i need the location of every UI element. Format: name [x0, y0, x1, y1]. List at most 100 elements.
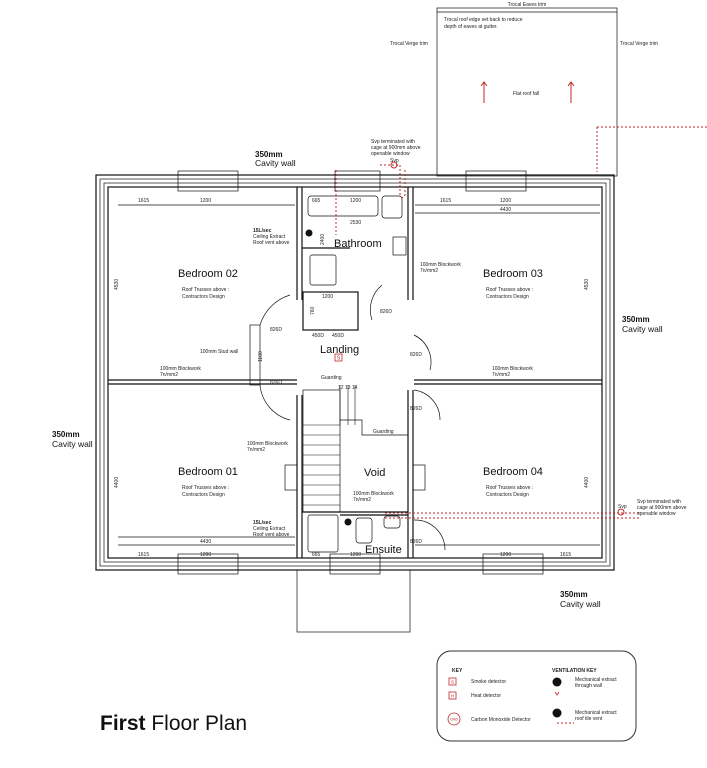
svg-text:H: H [451, 694, 454, 699]
svp-note: openable window [637, 511, 676, 517]
svg-text:KEY: KEY [452, 668, 463, 674]
wall-type-label: Cavity wall [622, 324, 663, 334]
extract-fan-icon [552, 708, 562, 718]
svg-text:4530: 4530 [584, 279, 590, 290]
ventilation-runs [305, 126, 707, 526]
room-bedroom-02: Bedroom 02 [178, 268, 238, 280]
svg-text:Guarding: Guarding [373, 429, 394, 435]
svg-text:7n/mm2: 7n/mm2 [160, 372, 178, 378]
plan-title: First Floor Plan [100, 712, 247, 735]
svg-text:1200: 1200 [322, 294, 333, 300]
room-void: Void [364, 467, 385, 479]
svg-text:1615: 1615 [138, 198, 149, 204]
flat-roof: Trocal Eaves trim Trocal Verge trim Troc… [390, 2, 658, 177]
svg-text:Contractors Design: Contractors Design [486, 492, 529, 498]
svg-text:CMD: CMD [450, 718, 458, 722]
svg-text:665: 665 [312, 552, 321, 558]
svg-text:Roof Trusses above :: Roof Trusses above : [486, 485, 533, 491]
svg-text:665: 665 [312, 198, 321, 204]
svg-text:15L/sec: 15L/sec [253, 228, 272, 234]
room-bedroom-03: Bedroom 03 [483, 268, 543, 280]
wall-size-label: 350mm [560, 590, 588, 599]
svg-text:4430: 4430 [500, 207, 511, 213]
svp-note: Svp terminated with [637, 499, 681, 505]
flat-roof-fall-label: Flat roof fall [513, 91, 539, 97]
wall-type-label: Cavity wall [560, 599, 601, 609]
svg-text:1200: 1200 [200, 198, 211, 204]
svg-text:4530: 4530 [114, 279, 120, 290]
svg-text:Roof Trusses above :: Roof Trusses above : [182, 485, 229, 491]
eaves-trim-label: Trocal Eaves trim [508, 2, 547, 8]
arrow-up-icon [480, 81, 575, 103]
svg-text:100mm Blockwork: 100mm Blockwork [353, 491, 394, 497]
room-bedroom-01: Bedroom 01 [178, 466, 238, 478]
svg-text:1200: 1200 [350, 552, 361, 558]
svg-text:15L/sec: 15L/sec [253, 520, 272, 526]
svg-text:1200: 1200 [200, 552, 211, 558]
svg-text:Roof Trusses above :: Roof Trusses above : [486, 287, 533, 293]
door-swings [259, 284, 446, 551]
svp-icon [390, 161, 398, 169]
svg-text:VENTILATION KEY: VENTILATION KEY [552, 668, 597, 674]
svg-text:Mechanical extract: Mechanical extract [575, 710, 617, 716]
svg-text:Contractors Design: Contractors Design [182, 294, 225, 300]
extract-fan-icon [344, 518, 352, 526]
svg-text:Roof vent above: Roof vent above [253, 240, 290, 246]
svg-text:Contractors Design: Contractors Design [182, 492, 225, 498]
svg-text:1200: 1200 [350, 198, 361, 204]
svg-text:Heat detector: Heat detector [471, 693, 501, 699]
svg-text:Contractors Design: Contractors Design [486, 294, 529, 300]
room-bathroom: Bathroom [334, 238, 382, 250]
internal-walls [108, 187, 602, 558]
svg-text:2530: 2530 [350, 220, 361, 226]
verge-left-label: Trocal Verge trim [390, 41, 428, 47]
svg-text:1615: 1615 [138, 552, 149, 558]
svg-text:Roof Trusses above :: Roof Trusses above : [182, 287, 229, 293]
wall-type-label: Cavity wall [52, 439, 93, 449]
arrow-down-icon [554, 691, 560, 696]
svg-text:Roof vent above: Roof vent above [253, 532, 290, 538]
extract-fan-icon [552, 677, 562, 687]
notes: Roof Trusses above :Contractors Design R… [160, 228, 533, 538]
stair-treads [303, 385, 356, 506]
wall-size-label: 350mm [52, 430, 80, 439]
svg-text:4400: 4400 [584, 477, 590, 488]
svg-text:Ceiling Extract: Ceiling Extract [253, 526, 286, 532]
svg-text:Smoke detector: Smoke detector [471, 679, 506, 685]
svp-icon [617, 508, 625, 516]
svp-label: Svp [390, 158, 399, 164]
wall-size-label: 350mm [255, 150, 283, 159]
svg-text:826D: 826D [410, 406, 422, 412]
svg-text:roof tile vent: roof tile vent [575, 716, 603, 722]
heat-detector-icon [448, 691, 457, 700]
svg-text:826D: 826D [270, 380, 282, 386]
svg-text:7n/mm2: 7n/mm2 [492, 372, 510, 378]
svp-note: cage at 900mm above [371, 145, 421, 151]
svg-text:100mm Blockwork: 100mm Blockwork [160, 366, 201, 372]
svg-text:7n/mm2: 7n/mm2 [353, 497, 371, 503]
svg-text:12 13 14: 12 13 14 [338, 385, 358, 391]
svg-text:Carbon Monoxide Detector: Carbon Monoxide Detector [471, 717, 531, 723]
svg-text:826D: 826D [410, 539, 422, 545]
svg-text:450D: 450D [312, 333, 324, 339]
svp-note: Svp terminated with [371, 139, 415, 145]
svg-text:Guarding: Guarding [321, 375, 342, 381]
roof-note: depth of eaves at gutter. [444, 24, 498, 30]
svg-text:4430: 4430 [200, 539, 211, 545]
outer-walls [95, 170, 615, 633]
svg-text:826D: 826D [380, 309, 392, 315]
svg-text:1615: 1615 [440, 198, 451, 204]
svg-text:1200: 1200 [500, 552, 511, 558]
svg-text:S: S [451, 680, 454, 685]
extract-fan-icon [305, 229, 313, 237]
svg-text:100mm Blockwork: 100mm Blockwork [492, 366, 533, 372]
co-detector-icon [447, 712, 461, 726]
svg-text:7n/mm2: 7n/mm2 [247, 447, 265, 453]
svg-text:4400: 4400 [114, 477, 120, 488]
svg-text:100mm Blockwork: 100mm Blockwork [420, 262, 461, 268]
wall-type-label: Cavity wall [255, 158, 296, 168]
svg-text:7n/mm2: 7n/mm2 [420, 268, 438, 274]
svg-text:760: 760 [310, 306, 316, 315]
smoke-detector-icon [448, 677, 457, 686]
